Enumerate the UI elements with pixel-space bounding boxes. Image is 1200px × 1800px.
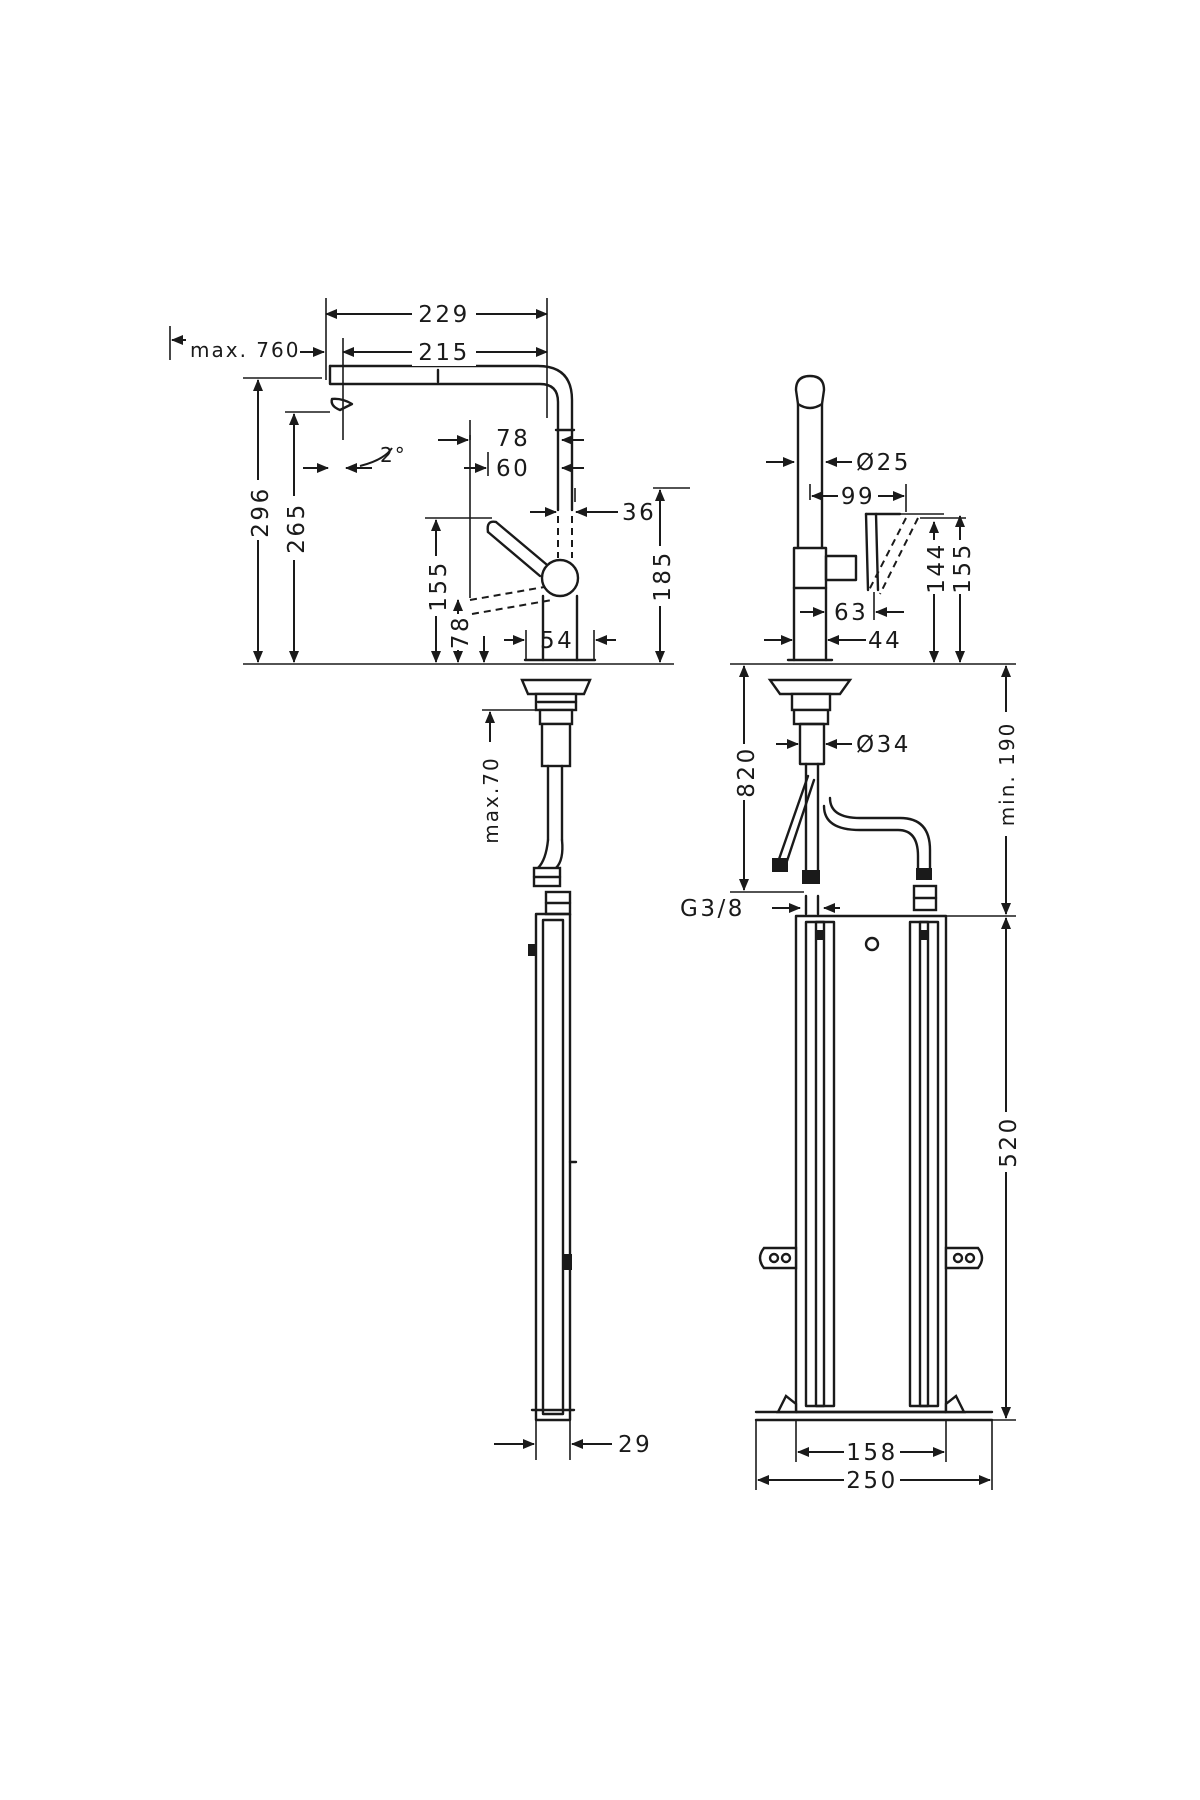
dim-max-70: max.70 xyxy=(479,756,503,843)
dim-60: 60 xyxy=(496,456,530,482)
dim-min-190: min. 190 xyxy=(995,722,1019,827)
side-mount xyxy=(520,678,592,956)
dim-78-bottom: 78 xyxy=(448,615,474,649)
dim-155-side: 155 xyxy=(426,560,452,611)
dim-520: 520 xyxy=(996,1116,1022,1167)
front-dimensions: Ø25 99 144 155 63 44 xyxy=(680,450,1022,1494)
side-view: 229 215 max. 760 296 265 2° xyxy=(169,298,690,1460)
dim-44: 44 xyxy=(868,628,902,654)
dim-158: 158 xyxy=(846,1440,897,1466)
side-hose-dashed xyxy=(557,492,573,558)
dim-diameter-34: Ø34 xyxy=(856,732,911,758)
dim-g3-8: G3/8 xyxy=(680,896,745,922)
side-spout xyxy=(328,364,576,512)
dim-63: 63 xyxy=(834,600,868,626)
front-box xyxy=(754,914,994,1422)
dim-2-degrees: 2° xyxy=(380,443,407,467)
dim-29: 29 xyxy=(618,1432,652,1458)
front-body xyxy=(786,512,919,662)
front-view: Ø25 99 144 155 63 44 xyxy=(680,374,1022,1494)
dim-max-760: max. 760 xyxy=(190,338,300,362)
dim-144: 144 xyxy=(924,542,950,593)
dim-250: 250 xyxy=(846,1468,897,1494)
dim-215: 215 xyxy=(418,340,469,366)
dim-99: 99 xyxy=(841,484,875,510)
dim-296: 296 xyxy=(248,486,274,537)
dim-diameter-25: Ø25 xyxy=(856,450,911,476)
side-body xyxy=(523,594,597,662)
dim-185: 185 xyxy=(650,550,676,601)
front-spout xyxy=(794,374,826,550)
dim-265: 265 xyxy=(284,502,310,553)
dim-54: 54 xyxy=(540,628,574,654)
dim-78-top: 78 xyxy=(496,426,530,452)
dim-36: 36 xyxy=(622,500,656,526)
side-dimensions: 229 215 max. 760 296 265 2° xyxy=(169,298,690,1460)
front-mount xyxy=(767,678,938,916)
side-box xyxy=(530,912,578,1422)
side-lever xyxy=(469,520,580,615)
dim-820: 820 xyxy=(734,746,760,797)
dim-229: 229 xyxy=(418,302,469,328)
dim-155-front: 155 xyxy=(950,542,976,593)
